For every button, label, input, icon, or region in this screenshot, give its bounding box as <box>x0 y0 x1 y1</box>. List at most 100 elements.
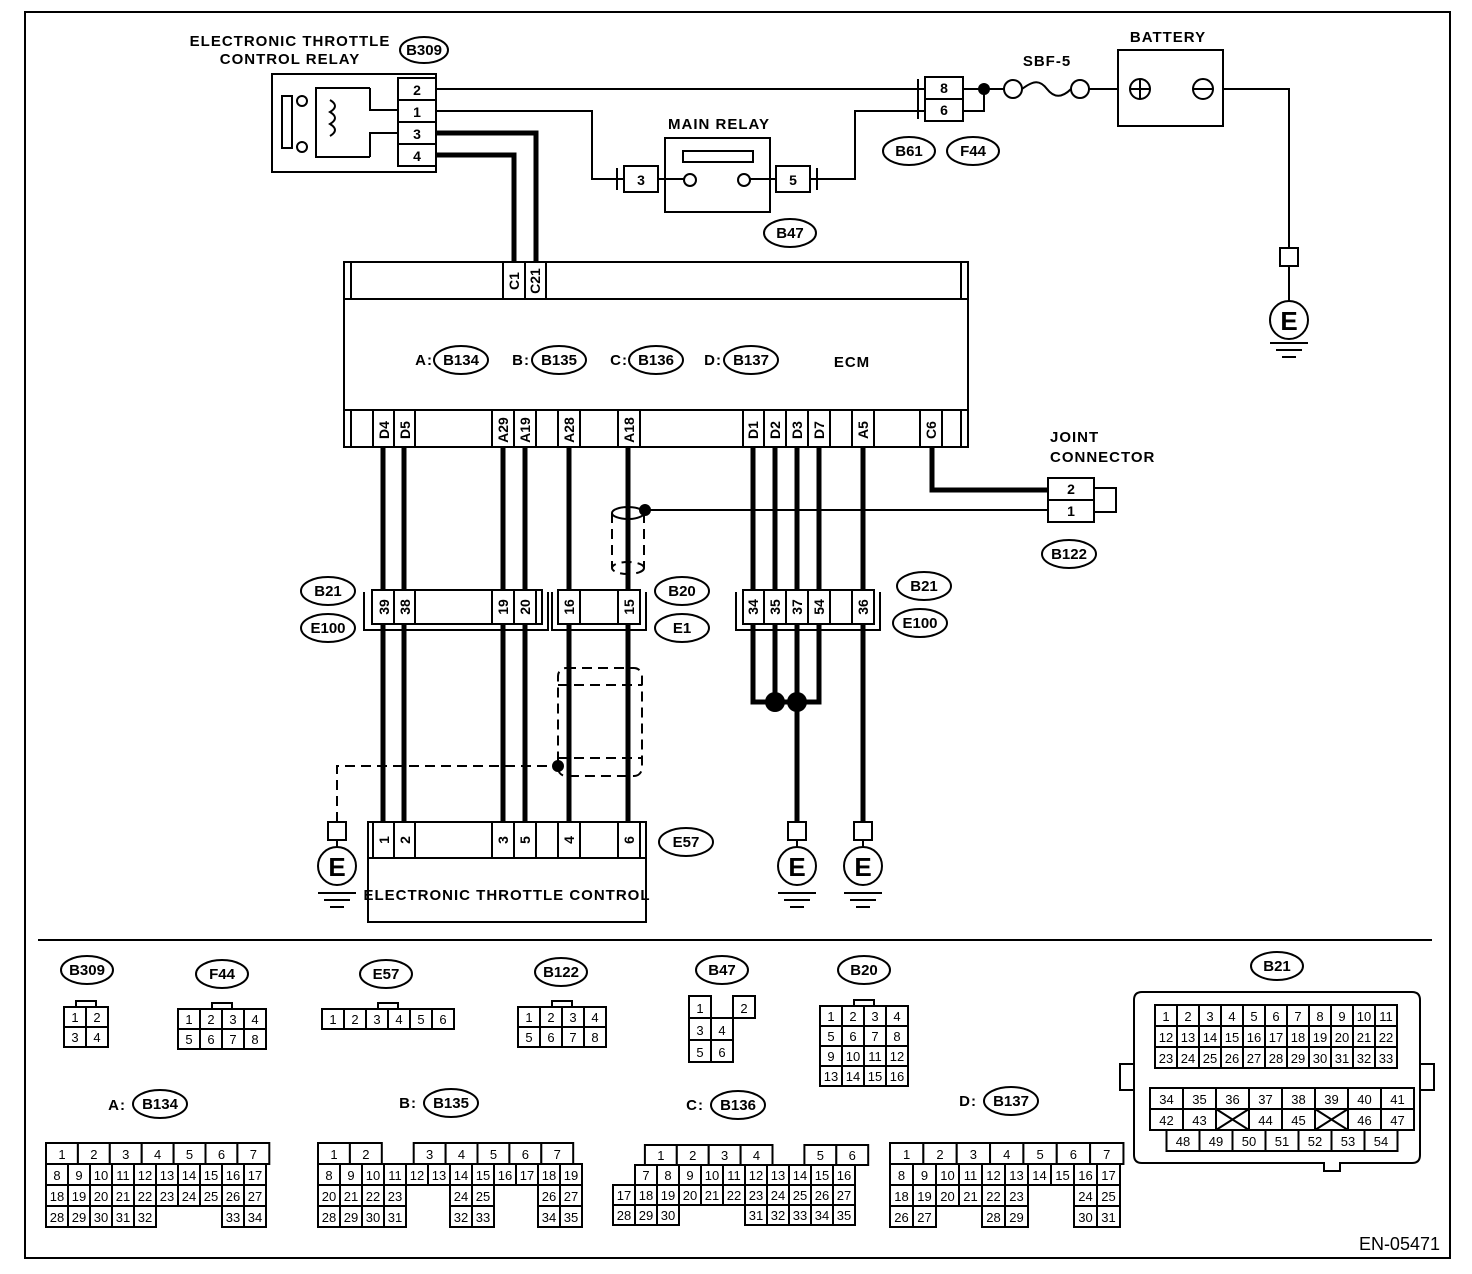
connector-face-cell <box>85 1026 109 1048</box>
connector-face-pin: 35 <box>837 1208 851 1223</box>
connector-face-cell <box>559 1205 583 1228</box>
svg-text:E57: E57 <box>373 966 400 983</box>
connector-face-pin: 13 <box>771 1168 785 1183</box>
svg-text:E: E <box>328 852 345 882</box>
ecm-pin: D2 <box>767 421 783 439</box>
connector-face-pin: 54 <box>1374 1134 1388 1149</box>
connector-face-pin: 3 <box>696 1023 703 1038</box>
connector-face-pin: 2 <box>547 1010 554 1025</box>
connector-face-pin: 4 <box>154 1147 161 1162</box>
svg-text:15: 15 <box>621 599 637 615</box>
connector-face-pin: 33 <box>793 1208 807 1223</box>
svg-text:B21: B21 <box>910 578 938 595</box>
svg-text:C:: C: <box>686 1097 704 1114</box>
connector-face-pin: 3 <box>373 1012 380 1027</box>
connector-face-pin: 1 <box>525 1010 532 1025</box>
connector-face-pin: 17 <box>1269 1030 1283 1045</box>
connector-face-pin: 2 <box>90 1147 97 1162</box>
connector-badge-b47: B47 <box>763 218 817 248</box>
svg-text:3: 3 <box>495 836 511 844</box>
main-relay-label: MAIN RELAY <box>668 116 770 133</box>
connector-face-pin: 11 <box>388 1168 402 1183</box>
connector-face-pin: 1 <box>58 1147 65 1162</box>
svg-text:B136: B136 <box>638 352 674 369</box>
connector-badge-b122 <box>534 957 588 987</box>
ecm-pin: D5 <box>397 421 413 439</box>
shield-box <box>557 667 643 777</box>
connector-face-pin: 18 <box>50 1189 64 1204</box>
svg-text:B61: B61 <box>895 143 923 160</box>
relay-contact-bar <box>281 95 293 149</box>
connector-face-pin: 16 <box>890 1069 904 1084</box>
svg-text:6: 6 <box>621 836 637 844</box>
svg-text:B20: B20 <box>850 962 878 979</box>
connector-face-pin: 31 <box>388 1210 402 1225</box>
connector-face-pin: 5 <box>186 1147 193 1162</box>
connector-face-cell <box>583 1026 607 1048</box>
connector-face-pin: 3 <box>721 1148 728 1163</box>
connector-face-pin: 17 <box>248 1168 262 1183</box>
svg-text:B20: B20 <box>668 583 696 600</box>
connector-face-pin: 5 <box>185 1032 192 1047</box>
connector-face-pin: 31 <box>1101 1210 1115 1225</box>
connector-face-pin: 3 <box>569 1010 576 1025</box>
joint-pin: 2 <box>1067 481 1075 497</box>
connector-face-pin: 45 <box>1291 1113 1305 1128</box>
connector-face-pin: 20 <box>322 1189 336 1204</box>
ecm-pin: D3 <box>789 421 805 439</box>
connector-face-pin: 7 <box>1294 1009 1301 1024</box>
connector-face-pin: 3 <box>871 1009 878 1024</box>
connector-face-cell <box>832 1204 856 1226</box>
connector-face-pin: 14 <box>793 1168 807 1183</box>
connector-face-pin: 5 <box>525 1030 532 1045</box>
connector-face-pin: 18 <box>542 1168 556 1183</box>
connector-face-pin: 7 <box>229 1032 236 1047</box>
connector-face-cell <box>243 1028 267 1050</box>
wire-battery-ground <box>1223 88 1290 248</box>
relay-coil-icon <box>328 99 336 137</box>
connector-face-pin: 25 <box>476 1189 490 1204</box>
connector-badge-b309: B309 <box>399 36 449 64</box>
connector-face-pin: 2 <box>207 1012 214 1027</box>
connector-face-pin: 8 <box>325 1168 332 1183</box>
unused-pin-mark <box>1215 1108 1250 1131</box>
relay-coil-frame <box>315 87 370 158</box>
connector-badge-b21 <box>896 571 952 601</box>
svg-text:B137: B137 <box>733 352 769 369</box>
joint-connector: JOINT CONNECTOR 2 1 B122 <box>1041 429 1154 569</box>
connector-face-pin: 28 <box>50 1210 64 1225</box>
main-relay-pin: 3 <box>637 172 645 188</box>
connector-face-pin: 21 <box>705 1188 719 1203</box>
connector-face-pin: 23 <box>1009 1189 1023 1204</box>
connector-face-pin: 23 <box>160 1189 174 1204</box>
connector-face-pin: 2 <box>689 1148 696 1163</box>
connector-face-pin: 6 <box>849 1029 856 1044</box>
connector-face-pin: 5 <box>827 1029 834 1044</box>
connector-face-cell <box>383 1205 407 1228</box>
connector-face-pin: 34 <box>1159 1092 1173 1107</box>
connector-face-pin: 4 <box>1228 1009 1235 1024</box>
fuse-terminal <box>1003 79 1023 99</box>
connector-face-pin: 48 <box>1176 1134 1190 1149</box>
connector-badge-e100 <box>892 608 948 638</box>
connector-face-pin: 22 <box>986 1189 1000 1204</box>
connector-latch <box>211 1002 233 1010</box>
connector-face-pin: 15 <box>476 1168 490 1183</box>
connector-face-pin: 29 <box>344 1210 358 1225</box>
svg-text:B309: B309 <box>406 42 442 59</box>
wire-relay-pin4 <box>436 152 517 262</box>
svg-text:A:: A: <box>415 352 433 369</box>
svg-text:16: 16 <box>561 599 577 615</box>
ecm-pin: A18 <box>621 417 637 443</box>
connector-face-pin: 26 <box>1225 1051 1239 1066</box>
connector-face-pin: 14 <box>846 1069 860 1084</box>
connector-badge-b136 <box>628 345 684 375</box>
connector-face-pin: 11 <box>1379 1009 1393 1024</box>
connector-face-pin: 21 <box>963 1189 977 1204</box>
connector-face-pin: 29 <box>72 1210 86 1225</box>
wire-main-relay-pin5 <box>810 110 925 180</box>
svg-text:B21: B21 <box>1263 958 1291 975</box>
connector-face-pin: 8 <box>664 1168 671 1183</box>
connector-face-pin: 16 <box>1247 1030 1261 1045</box>
connector-face-pin: 51 <box>1275 1134 1289 1149</box>
